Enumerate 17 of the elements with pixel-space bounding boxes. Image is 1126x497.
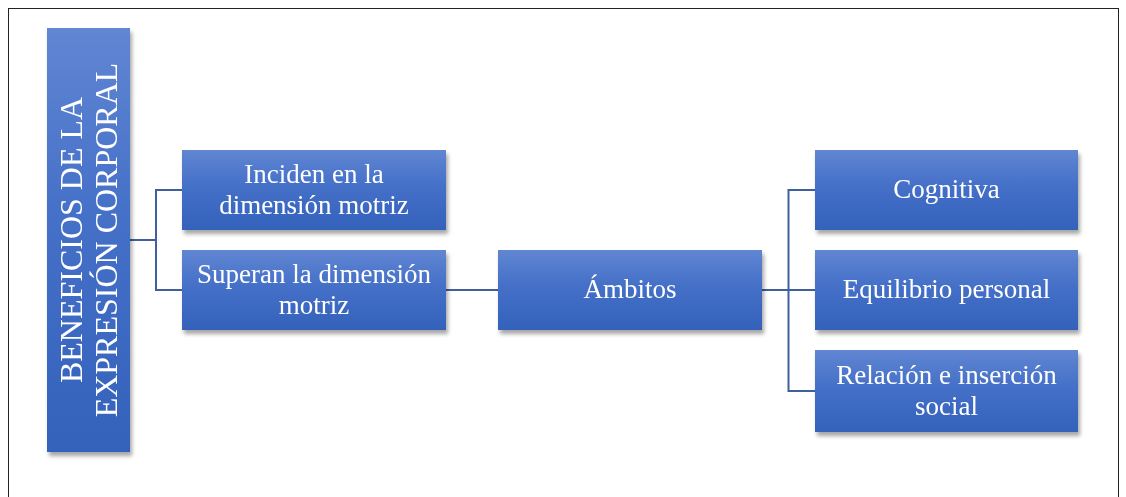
title-bar [47,28,130,452]
concept-box [815,150,1078,230]
box-label: Equilibrio personal [841,274,1052,306]
title-text: BENEFICIOS DE LA EXPRESIÓN CORPORAL [53,61,124,420]
hub-box [498,250,762,330]
concept-box [815,250,1078,330]
connector-line [761,289,816,392]
concept-box [182,250,446,330]
concept-box [815,350,1078,432]
connector-line [129,239,183,291]
connector-line [445,289,499,291]
box-label: Inciden en la dimensión motriz [218,158,410,222]
concept-box [182,150,446,230]
box-label: Cognitiva [892,174,1001,206]
box-label: Ámbitos [582,274,678,306]
box-label: Relación e inserción social [835,359,1058,423]
box-label: Superan la dimensión motriz [196,258,432,322]
